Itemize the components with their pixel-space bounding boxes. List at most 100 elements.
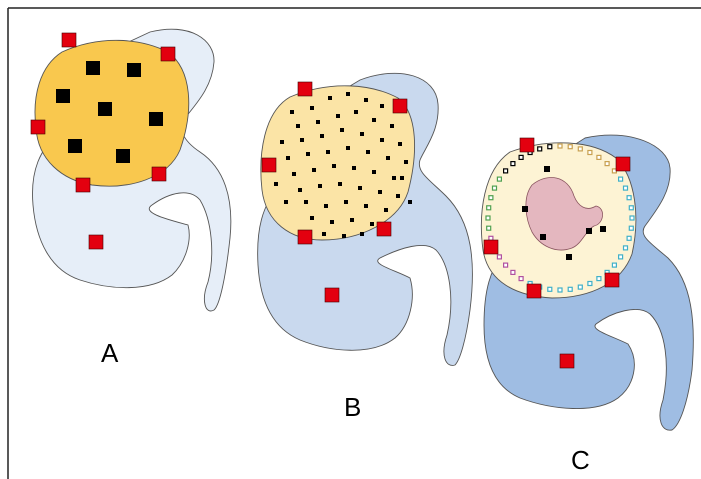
marker [298, 82, 312, 96]
marker [527, 284, 541, 298]
particle [304, 200, 308, 204]
particle [597, 155, 601, 159]
marker [89, 235, 103, 249]
particle [310, 106, 314, 110]
marker [560, 354, 574, 368]
particle [627, 236, 631, 240]
particle [312, 168, 316, 172]
particle [360, 232, 364, 236]
particle [290, 110, 294, 114]
particle [487, 226, 491, 230]
particle [544, 166, 550, 172]
particle [578, 147, 582, 151]
particle [320, 134, 324, 138]
particle [493, 186, 497, 190]
particle [350, 218, 354, 222]
particle [566, 254, 572, 260]
particle [372, 170, 376, 174]
particle [624, 186, 628, 190]
marker [484, 240, 498, 254]
particle [346, 146, 350, 150]
particle [619, 255, 623, 259]
particle [624, 246, 628, 250]
marker [76, 178, 90, 192]
particle [338, 182, 342, 186]
particle [286, 156, 290, 160]
particle [548, 287, 552, 291]
particle [400, 176, 404, 180]
particle [519, 155, 523, 159]
particle [336, 114, 340, 118]
particle [629, 226, 633, 230]
particle [296, 124, 300, 128]
panel-label-a: A [101, 340, 118, 366]
particle [629, 206, 633, 210]
particle [68, 139, 82, 153]
particle [310, 216, 314, 220]
particle [408, 200, 412, 204]
particle [568, 145, 572, 149]
particle [378, 190, 382, 194]
marker [62, 33, 76, 47]
particle [366, 150, 370, 154]
marker [298, 230, 312, 244]
particle [328, 96, 332, 100]
particle [630, 216, 634, 220]
marker [520, 138, 534, 152]
particle [548, 145, 552, 149]
particle [346, 92, 350, 96]
marker [393, 99, 407, 113]
particle [358, 186, 362, 190]
particle [392, 176, 396, 180]
particle [306, 152, 310, 156]
particle [149, 112, 163, 126]
particle [322, 232, 326, 236]
particle [497, 255, 501, 259]
particle [284, 200, 288, 204]
particle [511, 270, 515, 274]
particle [330, 220, 334, 224]
particle [300, 138, 304, 142]
tumor-b [261, 86, 415, 240]
particle [340, 128, 344, 132]
marker [605, 273, 619, 287]
particle [588, 151, 592, 155]
particle [538, 147, 542, 151]
particle [292, 172, 296, 176]
particle [326, 150, 330, 154]
marker [31, 120, 45, 134]
particle [324, 204, 328, 208]
particle [360, 132, 364, 136]
particle [274, 182, 278, 186]
particle [352, 166, 356, 170]
particle [390, 124, 394, 128]
particle [127, 63, 141, 77]
particle [370, 222, 374, 226]
particle [344, 200, 348, 204]
particle [318, 184, 322, 188]
particle [404, 160, 408, 164]
panel-label-c: C [571, 447, 590, 473]
particle [504, 263, 508, 267]
marker [616, 157, 630, 171]
particle [487, 206, 491, 210]
particle [605, 162, 609, 166]
particle [558, 144, 562, 148]
particle [627, 196, 631, 200]
panel-b [258, 73, 473, 365]
particle [280, 140, 284, 144]
marker [161, 47, 175, 61]
particle [364, 98, 368, 102]
particle [497, 177, 501, 181]
particle [522, 206, 528, 212]
particle [588, 282, 592, 286]
particle [98, 102, 112, 116]
marker [325, 288, 339, 302]
particle [86, 61, 100, 75]
particle [364, 204, 368, 208]
particle [519, 277, 523, 281]
particle [619, 177, 623, 181]
particle [600, 226, 606, 232]
particle [486, 216, 490, 220]
marker [377, 222, 391, 236]
